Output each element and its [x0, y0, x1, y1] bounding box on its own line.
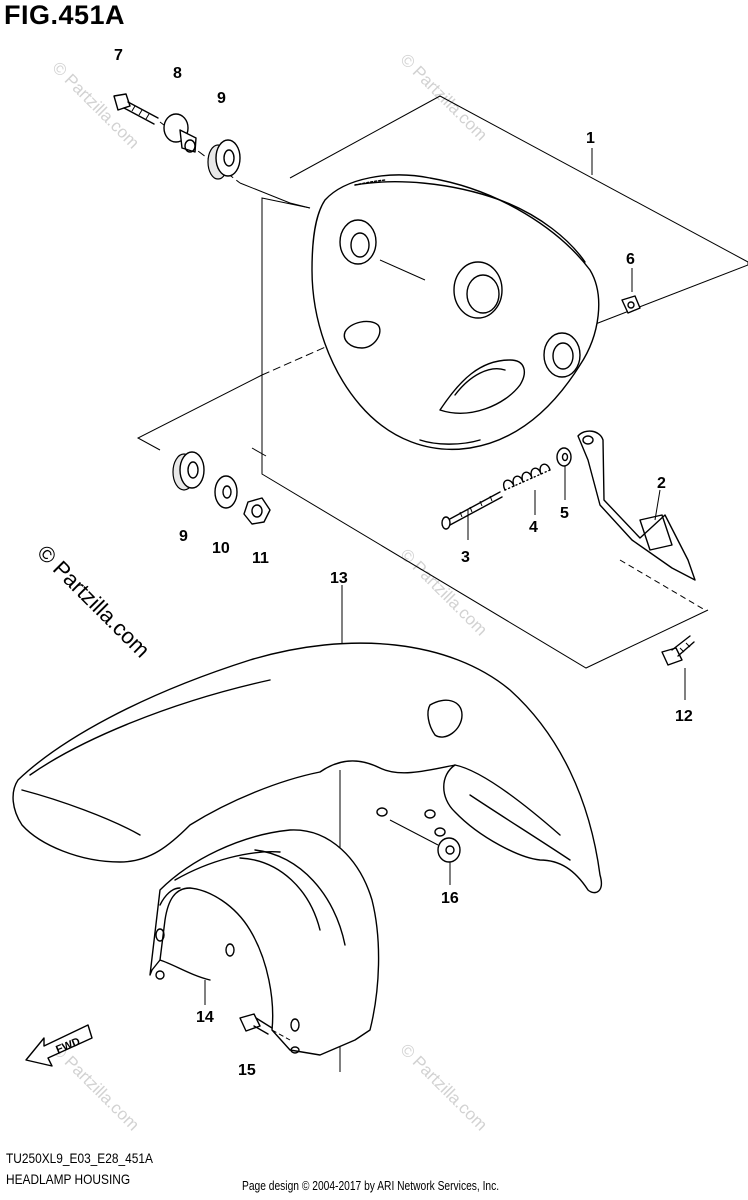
callout-15: 15 — [238, 1062, 256, 1079]
part-9-grommet-upper — [207, 139, 241, 180]
callout-9-upper: 9 — [217, 90, 226, 107]
callout-3: 3 — [461, 549, 470, 566]
figure-title: FIG.451A — [4, 0, 126, 30]
part-9-grommet-lower — [172, 451, 205, 491]
callout-10: 10 — [212, 540, 230, 557]
leader-2 — [654, 489, 661, 521]
part-10-washer — [214, 475, 238, 509]
part-16-grommet — [389, 819, 461, 863]
callout-12: 12 — [675, 708, 693, 725]
callout-9-lower: 9 — [179, 528, 188, 545]
callout-6: 6 — [626, 251, 635, 268]
part-11-nut — [243, 497, 271, 525]
forward-direction-arrow: FWD — [25, 1024, 93, 1067]
assembly-outline — [261, 197, 709, 669]
callout-8: 8 — [173, 65, 182, 82]
part-8-collar — [163, 113, 197, 153]
part-3-screw — [441, 491, 503, 530]
part-6-nut — [621, 295, 641, 314]
callout-7: 7 — [114, 47, 123, 64]
callout-13: 13 — [330, 570, 348, 587]
callout-14: 14 — [196, 1009, 214, 1026]
part-15-bolt — [239, 1013, 291, 1041]
callout-16: 16 — [441, 890, 459, 907]
callout-1: 1 — [586, 130, 595, 147]
diagram-caption: HEADLAMP HOUSING — [6, 1171, 131, 1187]
part-2-bracket — [577, 430, 706, 611]
part-1-headlamp-housing — [311, 174, 600, 451]
part-4-spring — [503, 463, 551, 491]
callout-2: 2 — [657, 475, 666, 492]
copyright-notice: Page design © 2004-2017 by ARI Network S… — [242, 1179, 500, 1193]
part-14-inner-fender — [149, 829, 380, 1056]
part-5-washer — [556, 447, 572, 467]
part-12-bolt — [661, 635, 695, 666]
callout-11: 11 — [252, 550, 269, 567]
callout-5: 5 — [560, 505, 569, 522]
callout-4: 4 — [529, 519, 538, 536]
diagram-code: TU250XL9_E03_E28_451A — [6, 1150, 153, 1166]
